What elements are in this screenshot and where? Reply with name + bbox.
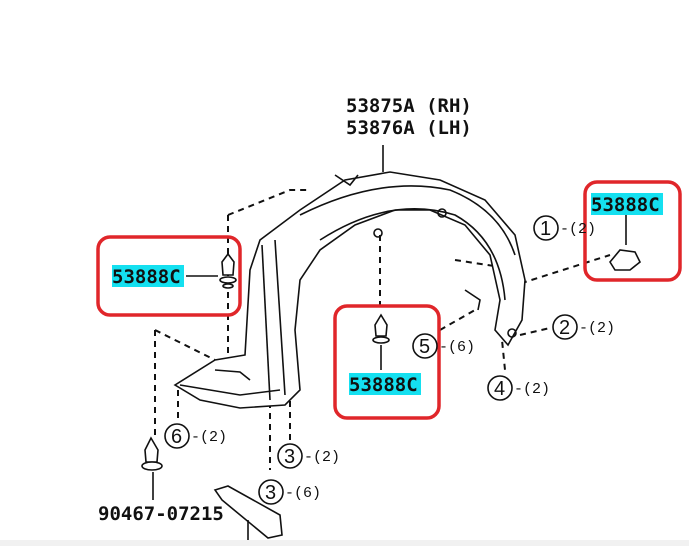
callout-2: 2 -(2)	[552, 314, 615, 340]
clip-group-left: 53888C	[96, 235, 242, 317]
clip-part-number: 53888C	[112, 266, 181, 288]
svg-text:3: 3	[284, 446, 295, 468]
clip-part-number: 53888C	[591, 194, 660, 216]
svg-text:-(2): -(2)	[579, 320, 615, 337]
clip-group-right: 53888C	[583, 180, 682, 282]
svg-text:-(2): -(2)	[514, 381, 550, 398]
fender-liner	[173, 145, 526, 409]
highlight-box-left	[96, 235, 242, 317]
highlight-box-right	[583, 180, 682, 282]
bottom-strip	[0, 540, 689, 546]
callout-4: 4 -(2)	[487, 375, 550, 401]
svg-text:1: 1	[540, 218, 551, 240]
clip-part-number: 53888C	[349, 374, 418, 396]
svg-text:-(6): -(6)	[439, 339, 475, 356]
svg-text:6: 6	[171, 426, 182, 448]
part-number-rh: 53875A (RH)	[346, 95, 472, 117]
svg-text:4: 4	[494, 378, 505, 400]
svg-text:-(6): -(6)	[285, 485, 321, 502]
svg-text:-(2): -(2)	[191, 429, 227, 446]
svg-text:2: 2	[559, 317, 570, 339]
callout-3b: 3 -(6)	[258, 479, 321, 505]
callout-3a: 3 -(2)	[277, 443, 340, 469]
callout-5: 5 -(6)	[412, 333, 475, 359]
svg-text:-(2): -(2)	[304, 449, 340, 466]
clip-icon	[144, 436, 159, 463]
clip-group-center: 53888C	[333, 304, 441, 420]
svg-text:5: 5	[419, 336, 430, 358]
highlight-box-center	[333, 304, 441, 420]
clip-icon	[374, 313, 388, 337]
part-number-lh: 53876A (LH)	[346, 117, 472, 139]
clip-icon	[609, 249, 642, 271]
clip-icon	[221, 252, 235, 276]
svg-text:-(2): -(2)	[560, 221, 596, 238]
svg-text:3: 3	[265, 482, 276, 504]
bottom-clip: 90467-07215	[98, 436, 224, 525]
callout-6: 6 -(2)	[164, 423, 227, 449]
bottom-part-number: 90467-07215	[98, 503, 224, 525]
callout-1: 1 -(2)	[533, 215, 596, 241]
